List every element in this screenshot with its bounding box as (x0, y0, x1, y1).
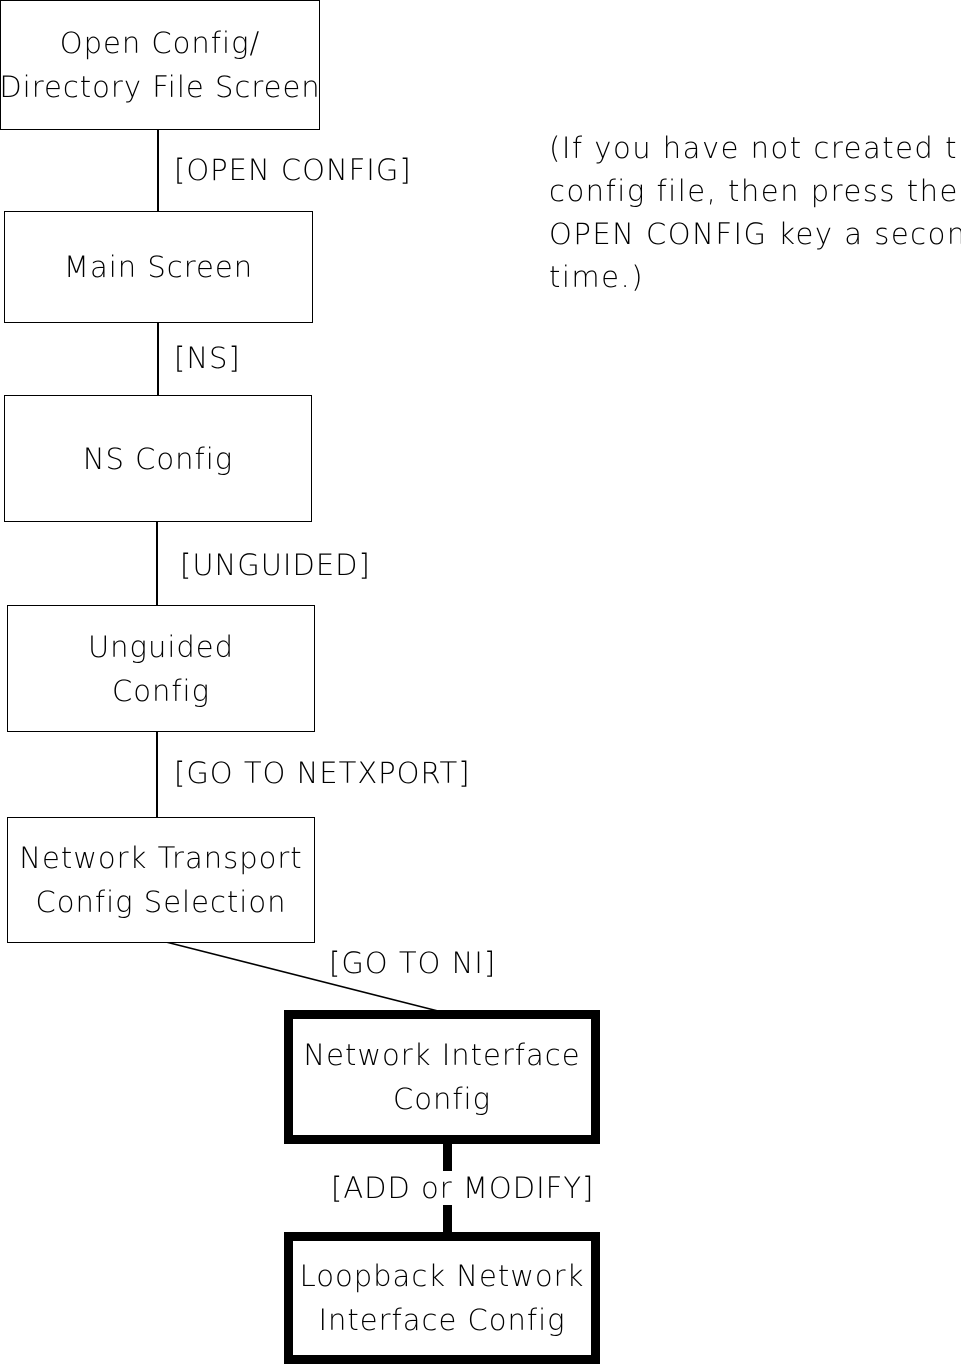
edge-label-go-to-ni: [GO TO NI] (329, 946, 497, 980)
node-line: Open Config/ (59, 26, 261, 60)
edge-label-ns: [NS] (174, 341, 241, 375)
node-line: Network Interface (303, 1038, 581, 1072)
node-network-transport: Network Transport Config Selection (7, 817, 315, 943)
edge-label-add-or-modify: [ADD or MODIFY] (331, 1171, 595, 1205)
edge-label-go-to-netxport: [GO TO NETXPORT] (174, 756, 471, 790)
connector-1 (157, 129, 159, 212)
node-network-interface: Network Interface Config (284, 1010, 600, 1144)
node-unguided-config: Unguided Config (7, 605, 315, 732)
note-line: (If you have not created the (549, 131, 961, 165)
connector-2 (157, 322, 159, 396)
node-line: NS Config (82, 441, 234, 476)
side-note: (If you have not created the config file… (549, 127, 961, 299)
node-line: Config (392, 1082, 492, 1116)
node-ns-config: NS Config (4, 395, 312, 522)
node-line: Network Transport (19, 841, 303, 875)
node-open-config: Open Config/ Directory File Screen (0, 0, 320, 130)
edge-label-unguided: [UNGUIDED] (180, 548, 371, 582)
node-line: Unguided (87, 629, 235, 664)
connector-3 (156, 521, 158, 606)
note-line: time.) (549, 260, 645, 294)
edge-label-open-config: [OPEN CONFIG] (174, 153, 412, 187)
note-line: config file, then press the (549, 174, 959, 208)
node-line: Directory File Screen (0, 70, 321, 104)
node-line: Loopback Network (299, 1259, 585, 1293)
node-line: Config (111, 673, 211, 708)
node-line: Config Selection (35, 885, 287, 919)
connector-4 (156, 731, 158, 818)
node-line: Interface Config (318, 1303, 566, 1337)
node-loopback: Loopback Network Interface Config (284, 1232, 600, 1364)
node-line: Main Screen (63, 250, 254, 284)
node-main-screen: Main Screen (4, 211, 313, 323)
note-line: OPEN CONFIG key a second (549, 217, 961, 251)
